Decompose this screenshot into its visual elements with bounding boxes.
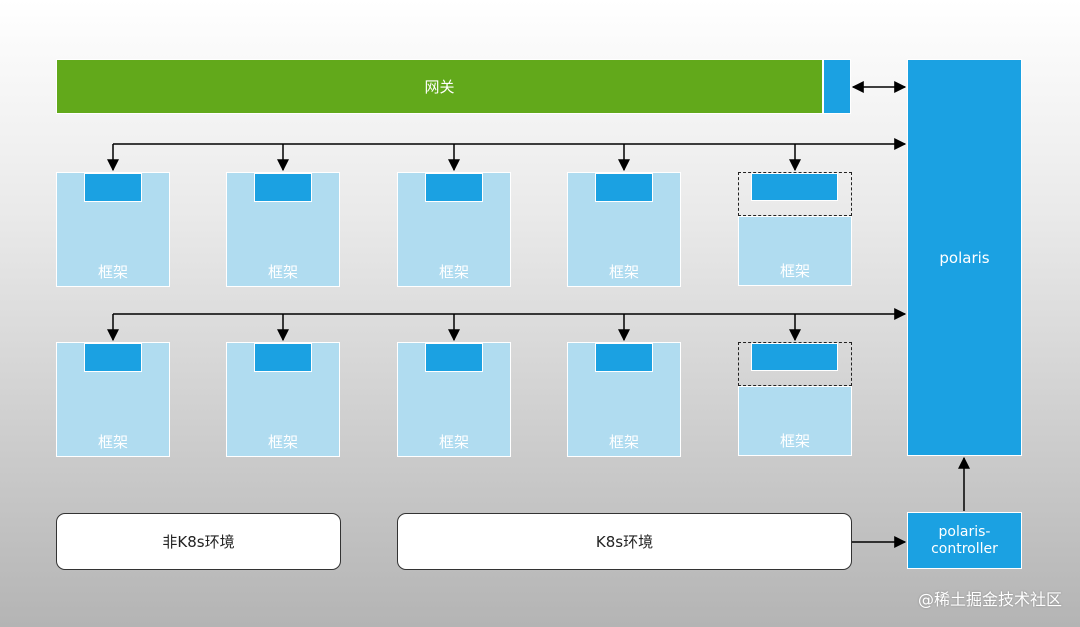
polaris-controller-label: polaris- controller (931, 523, 998, 557)
framework-label: 框架 (97, 433, 128, 451)
polaris-controller-box: polaris- controller (907, 512, 1022, 569)
gateway-plugin-block (823, 59, 851, 114)
gateway-label: 网关 (424, 78, 455, 96)
framework-label: 框架 (267, 263, 298, 281)
framework-label: 框架 (608, 263, 639, 281)
framework-box-r1-4: 框架 (567, 172, 681, 287)
framework-plugin-block (595, 343, 653, 372)
framework-box-r2-3: 框架 (397, 342, 511, 457)
framework-plugin-block (595, 173, 653, 202)
polaris-label: polaris (939, 248, 990, 267)
sidecar-plugin-block (751, 343, 838, 371)
framework-box-r2-5: 框架 (738, 386, 852, 456)
framework-sidecar-dashed-r2 (738, 342, 852, 386)
framework-label: 框架 (779, 432, 810, 450)
non-k8s-environment-label: 非K8s环境 (162, 533, 235, 551)
framework-plugin-block (84, 173, 142, 202)
framework-box-r2-4: 框架 (567, 342, 681, 457)
framework-plugin-block (254, 343, 312, 372)
framework-label: 框架 (438, 263, 469, 281)
framework-sidecar-dashed-r1 (738, 172, 852, 216)
k8s-environment-box: K8s环境 (397, 513, 852, 570)
framework-box-r1-5: 框架 (738, 216, 852, 286)
gateway-box: 网关 (56, 59, 823, 114)
framework-plugin-block (254, 173, 312, 202)
framework-box-r2-1: 框架 (56, 342, 170, 457)
watermark-text: @稀土掘金技术社区 (917, 590, 1062, 609)
framework-box-r1-3: 框架 (397, 172, 511, 287)
framework-plugin-block (84, 343, 142, 372)
non-k8s-environment-box: 非K8s环境 (56, 513, 341, 570)
k8s-environment-label: K8s环境 (595, 533, 654, 551)
framework-plugin-block (425, 173, 483, 202)
framework-label: 框架 (608, 433, 639, 451)
polaris-box: polaris (907, 59, 1022, 456)
framework-label: 框架 (438, 433, 469, 451)
framework-box-r2-2: 框架 (226, 342, 340, 457)
sidecar-plugin-block (751, 173, 838, 201)
framework-box-r1-2: 框架 (226, 172, 340, 287)
framework-box-r1-1: 框架 (56, 172, 170, 287)
framework-plugin-block (425, 343, 483, 372)
framework-label: 框架 (267, 433, 298, 451)
framework-label: 框架 (97, 263, 128, 281)
framework-label: 框架 (779, 262, 810, 280)
